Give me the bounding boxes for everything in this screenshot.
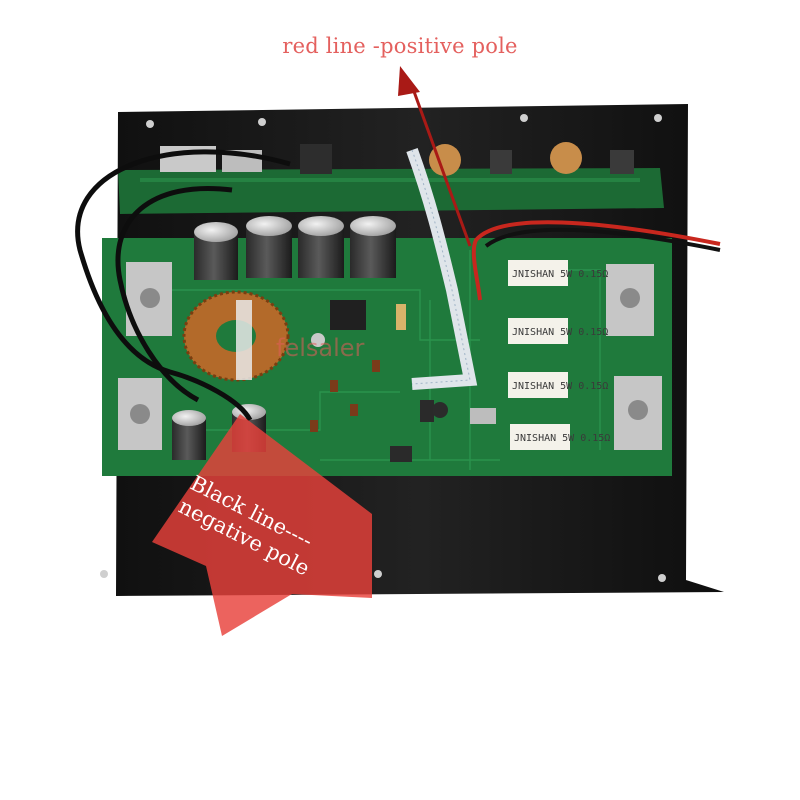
watermark: felsaler (276, 334, 365, 362)
resistor-mark-3: JNISHAN 5W 0.15Ω (512, 381, 608, 392)
black-wire-lead (484, 227, 721, 252)
resistor-mark-2: JNISHAN 5W 0.15Ω (512, 327, 608, 338)
toroid-coil (182, 290, 290, 382)
positive-pole-label: red line -positive pole (282, 34, 518, 58)
small-components (310, 300, 496, 462)
resistor-mark-1: JNISHAN 5W 0.15Ω (512, 269, 608, 280)
black-wire (75, 149, 291, 422)
plate-holes (100, 114, 666, 582)
power-resistors: JNISHAN 5W 0.15Ω JNISHAN 5W 0.15Ω JNISHA… (508, 260, 610, 450)
control-board (118, 142, 664, 214)
red-wire (471, 220, 721, 301)
resistor-mark-4: JNISHAN 5W 0.15Ω (514, 433, 610, 444)
negative-arrow (152, 414, 372, 636)
positive-arrow (398, 66, 472, 247)
